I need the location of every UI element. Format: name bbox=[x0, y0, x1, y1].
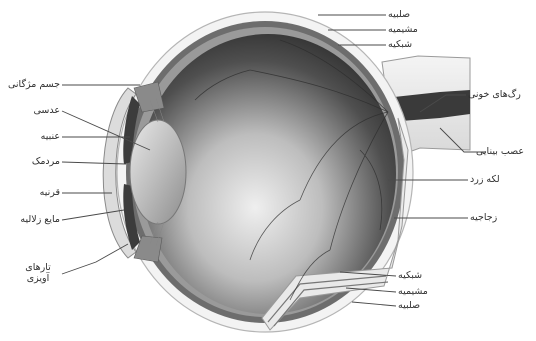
label-vitreous: زجاجیه bbox=[470, 212, 497, 223]
label-choroid-top: مشیمیه bbox=[388, 24, 418, 35]
label-macula: لکه زرد bbox=[470, 174, 500, 185]
label-retina-bottom: شبکیه bbox=[398, 270, 422, 281]
label-sclera-top: صلبیه bbox=[388, 9, 410, 20]
label-blood-vessels: رگ‌های خونی bbox=[468, 89, 521, 100]
leader-sclera-bottom bbox=[352, 302, 396, 306]
lens-shape bbox=[130, 120, 186, 224]
label-lens: عدسی bbox=[33, 105, 60, 116]
leader-zonules bbox=[62, 244, 128, 274]
label-zonules-line1: تارهای bbox=[18, 262, 58, 273]
label-cornea: قرنیه bbox=[40, 187, 60, 198]
label-zonules: تارهای آویزی bbox=[18, 262, 58, 284]
label-ciliary-body: جسم مژگانی bbox=[8, 79, 60, 90]
label-pupil: مردمک bbox=[32, 156, 60, 167]
label-aqueous-humor: مایع زلالیه bbox=[20, 214, 60, 225]
label-iris: عنبیه bbox=[41, 131, 60, 142]
label-retina-top: شبکیه bbox=[388, 39, 412, 50]
label-optic-nerve: عصب بینایی bbox=[476, 146, 524, 157]
label-sclera-bottom: صلبیه bbox=[398, 300, 420, 311]
label-zonules-line2: آویزی bbox=[18, 273, 58, 284]
label-choroid-bottom: مشیمیه bbox=[398, 286, 428, 297]
